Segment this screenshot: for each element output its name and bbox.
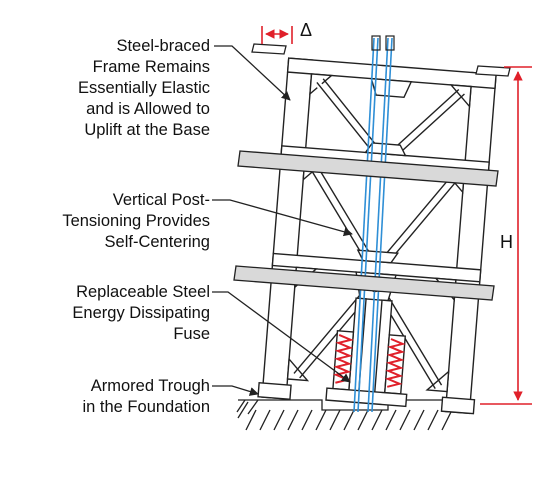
energy-dissipating-fuse (332, 333, 406, 388)
height-label: H (498, 232, 515, 253)
steel-braced-frame (257, 57, 497, 415)
drift-label: Δ (300, 20, 313, 40)
post-tensioning-annotation: Vertical Post- Tensioning Provides Self-… (62, 191, 210, 251)
height-dimension (480, 66, 532, 405)
foundation-ground (236, 399, 462, 431)
floor-slabs (233, 43, 511, 301)
drift-dimension (261, 26, 293, 44)
fuse-annotation: Replaceable Steel Energy Dissipating Fus… (72, 283, 210, 343)
post-tensioning-tendons (353, 35, 395, 413)
frame-annotation: Steel-braced Frame Remains Essentially E… (77, 37, 210, 139)
leader-lines (212, 45, 353, 396)
trough-annotation: Armored Trough in the Foundation (82, 377, 210, 416)
